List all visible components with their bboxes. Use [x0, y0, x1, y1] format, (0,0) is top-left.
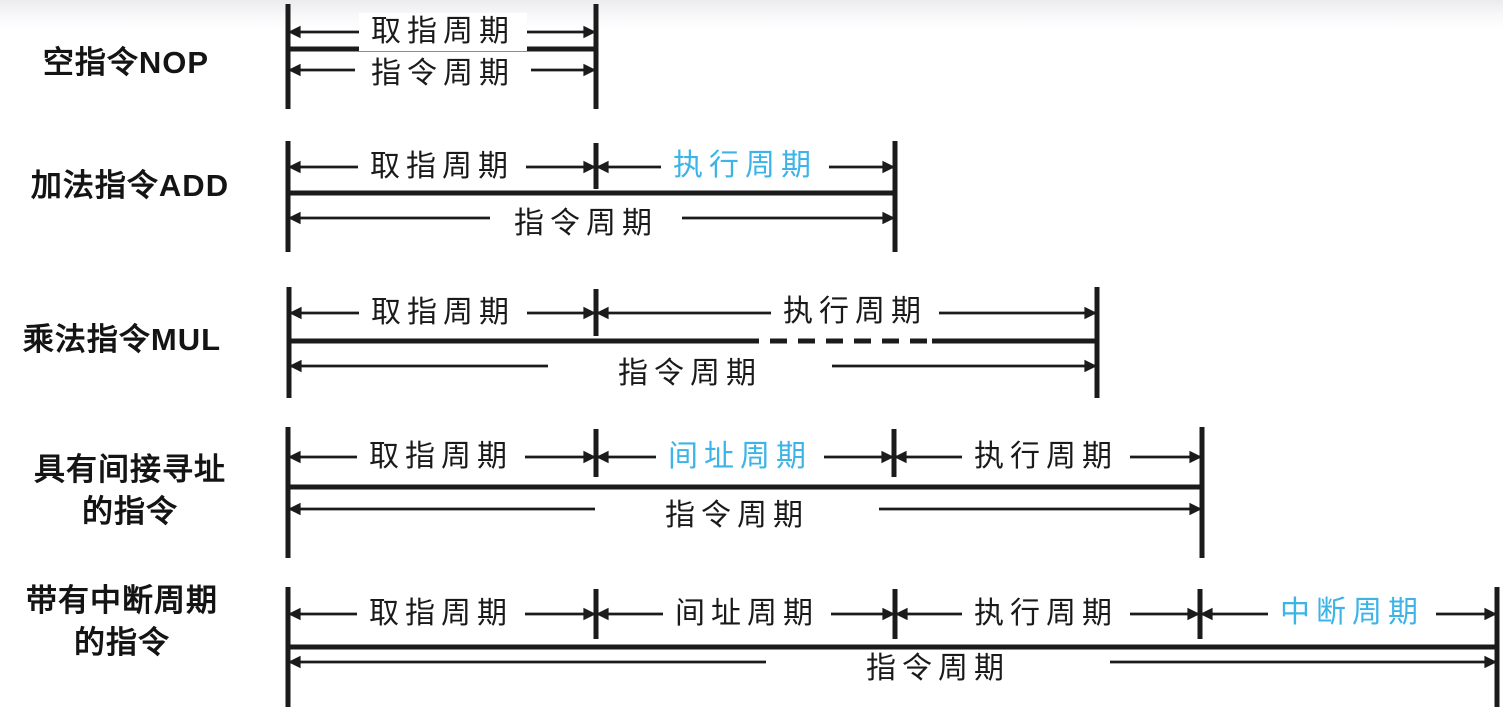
row-label-text: 具有间接寻址 [34, 452, 226, 487]
phase-label-fetch: 取指周期 [359, 13, 527, 51]
total-label-instruction-cycle: 指令周期 [766, 650, 1110, 688]
phase-label-indirect: 间址周期 [663, 595, 831, 633]
total-label-instruction-cycle: 指令周期 [548, 355, 832, 393]
row-label-mul: 乘法指令MUL [23, 319, 221, 361]
row-label-text: 乘法指令MUL [22, 322, 222, 357]
row-label-text: 加法指令ADD [30, 168, 230, 203]
phase-label-fetch: 取指周期 [357, 438, 525, 476]
row-label-interrupt: 带有中断周期 的指令 [26, 580, 218, 664]
row-label-add: 加法指令ADD [31, 165, 229, 207]
phase-label-execute: 执行周期 [962, 438, 1130, 476]
row-label-text: 空指令NOP [42, 45, 210, 80]
row-label-text: 的指令 [74, 625, 170, 660]
row-label-nop: 空指令NOP [43, 42, 209, 84]
row-label-text: 带有中断周期 [26, 583, 218, 618]
phase-label-execute: 执行周期 [661, 147, 829, 185]
phase-label-fetch: 取指周期 [358, 148, 526, 186]
phase-label-fetch: 取指周期 [357, 595, 525, 633]
total-label-instruction-cycle: 指令周期 [490, 205, 682, 243]
phase-label-fetch: 取指周期 [359, 294, 527, 332]
row-label-text: 的指令 [82, 494, 178, 529]
total-label-instruction-cycle: 指令周期 [355, 55, 531, 93]
phase-label-indirect: 间址周期 [656, 438, 824, 476]
phase-label-interrupt: 中断周期 [1268, 594, 1436, 632]
phase-label-execute: 执行周期 [962, 595, 1130, 633]
row-label-indirect: 具有间接寻址 的指令 [34, 449, 226, 533]
phase-label-execute: 执行周期 [771, 293, 939, 331]
total-label-instruction-cycle: 指令周期 [595, 497, 879, 535]
